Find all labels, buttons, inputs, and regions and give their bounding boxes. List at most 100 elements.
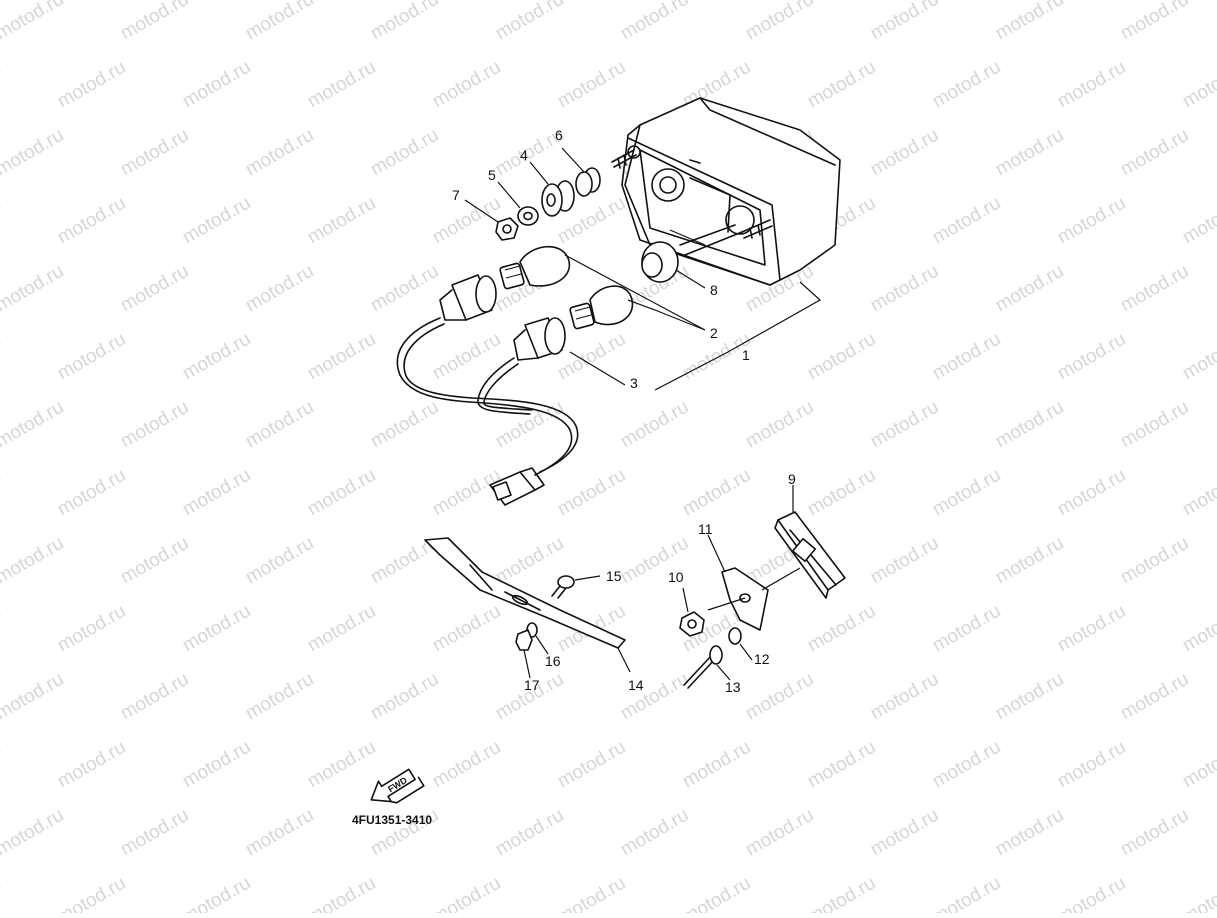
callout-10: 10	[668, 569, 684, 585]
watermark-text: motod.ru	[242, 805, 317, 861]
watermark-text: motod.ru	[0, 669, 67, 725]
watermark-text: motod.ru	[0, 57, 4, 113]
watermark-text: motod.ru	[992, 397, 1067, 453]
watermark-text: motod.ru	[242, 0, 317, 44]
watermark-text: motod.ru	[367, 0, 442, 44]
callout-11: 11	[698, 521, 713, 537]
watermark-text: motod.ru	[0, 261, 67, 317]
grommet-8	[641, 241, 706, 289]
callout-16: 16	[545, 653, 561, 669]
watermark-text: motod.ru	[804, 57, 879, 113]
nut-10	[679, 587, 705, 637]
watermark-text: motod.ru	[429, 57, 504, 113]
watermark-text: motod.ru	[1179, 465, 1217, 521]
watermark-text: motod.ru	[492, 805, 567, 861]
watermark-text: motod.ru	[242, 669, 317, 725]
washer-12	[728, 627, 753, 661]
callout-5: 5	[488, 167, 496, 183]
watermark-text: motod.ru	[304, 465, 379, 521]
watermark-text: motod.ru	[0, 397, 67, 453]
callout-4: 4	[520, 147, 528, 163]
watermark-text: motod.ru	[617, 0, 692, 44]
screw-15	[551, 575, 601, 599]
watermark-text: motod.ru	[1054, 57, 1129, 113]
watermark-text: motod.ru	[929, 57, 1004, 113]
watermark-text: motod.ru	[367, 669, 442, 725]
callout-leaders	[564, 229, 822, 391]
nut-17	[515, 629, 533, 679]
callout-9: 9	[788, 471, 796, 487]
watermark-text: motod.ru	[679, 465, 754, 521]
watermark-text: motod.ru	[1179, 601, 1217, 657]
part-7-nut	[464, 199, 519, 241]
watermark-text: motod.ru	[1117, 397, 1192, 453]
watermark-text: motod.ru	[492, 0, 567, 44]
watermark-text: motod.ru	[992, 533, 1067, 589]
watermark-text: motod.ru	[0, 465, 4, 521]
callout-8: 8	[710, 282, 718, 298]
callout-2: 2	[710, 325, 718, 341]
watermark-text: motod.ru	[992, 805, 1067, 861]
watermark-text: motod.ru	[117, 669, 192, 725]
bulb-upper	[499, 245, 571, 290]
watermark-text: motod.ru	[929, 601, 1004, 657]
watermark-text: motod.ru	[304, 193, 379, 249]
watermark-text: motod.ru	[117, 805, 192, 861]
watermark-text: motod.ru	[117, 125, 192, 181]
watermark-text: motod.ru	[54, 873, 129, 913]
watermark-text: motod.ru	[929, 329, 1004, 385]
watermark-text: motod.ru	[1054, 465, 1129, 521]
watermark-text: motod.ru	[0, 193, 4, 249]
watermark-text: motod.ru	[242, 397, 317, 453]
watermark-text: motod.ru	[304, 601, 379, 657]
watermark-text: motod.ru	[492, 533, 567, 589]
watermark-text: motod.ru	[304, 57, 379, 113]
license-lamp-9	[774, 485, 846, 599]
watermark-text: motod.ru	[1054, 873, 1129, 913]
watermark-text: motod.ru	[304, 737, 379, 793]
watermark-text: motod.ru	[992, 0, 1067, 44]
watermark-text: motod.ru	[1117, 805, 1192, 861]
callout-7: 7	[452, 187, 460, 203]
watermark-text: motod.ru	[804, 329, 879, 385]
forward-arrow-icon: FWD	[370, 768, 425, 804]
watermark-text: motod.ru	[804, 465, 879, 521]
callout-17: 17	[524, 677, 540, 693]
watermark-text: motod.ru	[0, 873, 4, 913]
watermark-text: motod.ru	[54, 737, 129, 793]
bracket-11	[707, 534, 801, 631]
callout-1: 1	[742, 347, 750, 363]
watermark-text: motod.ru	[179, 737, 254, 793]
callout-labels: 1 2 3 4 5 6 7 8 9 10 11 12 13 14 15 16 1…	[452, 127, 796, 695]
watermark-text: motod.ru	[54, 329, 129, 385]
tail-light-housing	[611, 97, 841, 286]
watermark-text: motod.ru	[804, 873, 879, 913]
watermark-text: motod.ru	[429, 873, 504, 913]
watermark-text: motod.ru	[929, 465, 1004, 521]
watermark-text: motod.ru	[992, 125, 1067, 181]
watermark-text: motod.ru	[992, 669, 1067, 725]
watermark-text: motod.ru	[54, 193, 129, 249]
watermark-text: motod.ru	[742, 805, 817, 861]
watermark-text: motod.ru	[367, 397, 442, 453]
watermark-text: motod.ru	[867, 669, 942, 725]
watermark-text: motod.ru	[179, 873, 254, 913]
watermark-text: motod.ru	[742, 397, 817, 453]
socket-cord-assembly	[396, 274, 579, 506]
watermark-text: motod.ru	[179, 465, 254, 521]
watermark-text: motod.ru	[742, 669, 817, 725]
watermark-text: motod.ru	[117, 0, 192, 44]
watermark-text: motod.ru	[54, 601, 129, 657]
watermark-text: motod.ru	[242, 125, 317, 181]
watermark-text: motod.ru	[554, 873, 629, 913]
bolt-13	[683, 645, 731, 689]
watermark-text: motod.ru	[179, 193, 254, 249]
bulb-lower	[569, 285, 634, 330]
watermark-text: motod.ru	[367, 125, 442, 181]
watermark-text: motod.ru	[867, 805, 942, 861]
watermark-text: motod.ru	[429, 465, 504, 521]
watermark-text: motod.ru	[1054, 737, 1129, 793]
